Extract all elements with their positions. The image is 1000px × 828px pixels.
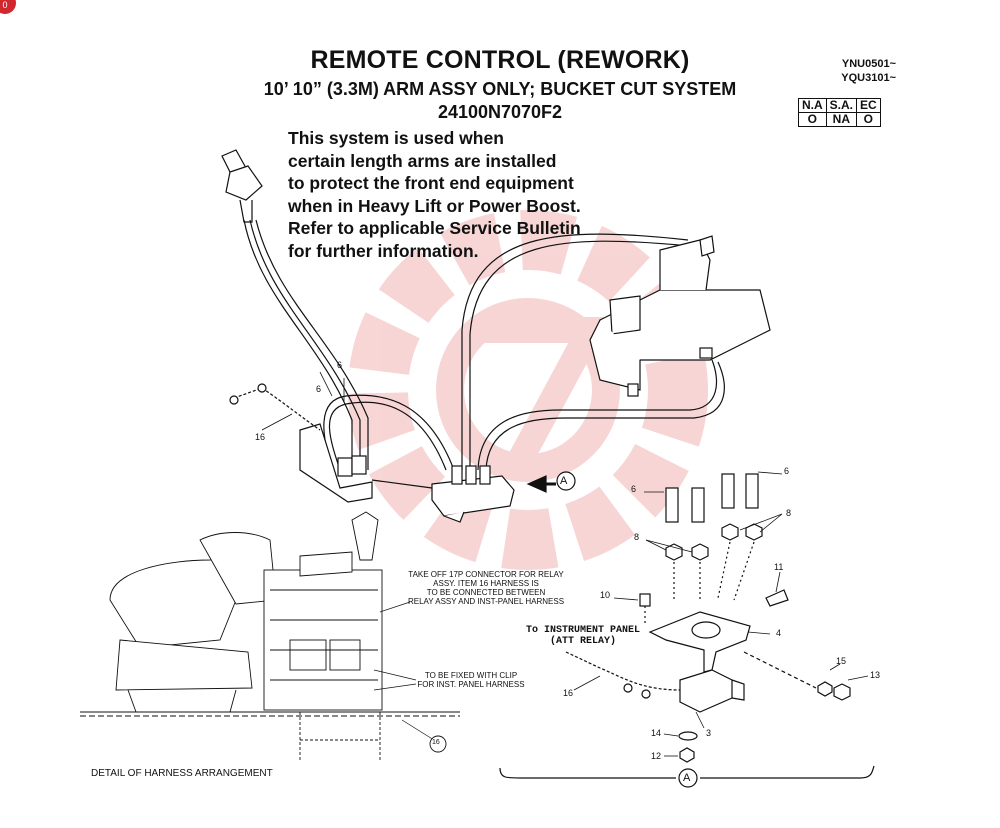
clip-note: TO BE FIXED WITH CLIP FOR INST. PANEL HA… bbox=[416, 671, 526, 689]
callout-14: 14 bbox=[651, 728, 662, 738]
joystick-lever bbox=[221, 149, 263, 223]
panel-line: To INSTRUMENT PANEL bbox=[525, 625, 641, 636]
callout-3: 3 bbox=[706, 728, 712, 738]
callout-6-upper: 6 bbox=[337, 360, 343, 370]
tag-header-na: N.A bbox=[798, 98, 827, 113]
view-a-marker: A bbox=[560, 475, 568, 487]
instrument-panel-note: To INSTRUMENT PANEL (ATT RELAY) bbox=[508, 625, 658, 647]
callout-8-right: 8 bbox=[786, 508, 792, 518]
control-valve bbox=[589, 235, 771, 397]
watermark-logo bbox=[348, 210, 708, 570]
note-line: to protect the front end equipment bbox=[288, 173, 574, 193]
take-off-note: TAKE OFF 17P CONNECTOR FOR RELAY ASSY. I… bbox=[406, 570, 566, 606]
take-off-line: RELAY ASSY AND INST-PANEL HARNESS bbox=[407, 597, 565, 606]
clip-line: FOR INST. PANEL HARNESS bbox=[417, 680, 525, 689]
callout-6-right: 6 bbox=[784, 466, 790, 476]
callout-13: 13 bbox=[870, 670, 881, 680]
callout-16-top: 16 bbox=[255, 432, 266, 442]
callout-16-detail: 16 bbox=[432, 739, 440, 746]
note-line: Refer to applicable Service Bulletin bbox=[288, 218, 581, 238]
applicability-table: N.A S.A. EC O NA O bbox=[798, 98, 881, 127]
tag-value-sa: NA bbox=[825, 112, 858, 127]
callout-11: 11 bbox=[774, 562, 784, 572]
tag-value-na: O bbox=[798, 112, 827, 127]
note-line: for further information. bbox=[288, 240, 479, 261]
callout-6-lower: 6 bbox=[316, 384, 322, 394]
tag-header-sa: S.A. bbox=[825, 98, 858, 113]
callout-6-left: 6 bbox=[631, 484, 637, 494]
tag-header-ec: EC bbox=[856, 98, 881, 113]
tag-value-ec: O bbox=[856, 112, 881, 127]
page-title: REMOTE CONTROL (REWORK) bbox=[310, 46, 690, 74]
take-off-line: ASSY. ITEM 16 HARNESS IS bbox=[433, 579, 539, 588]
subtitle: 10’ 10” (3.3M) ARM ASSY ONLY; BUCKET CUT… bbox=[263, 79, 737, 99]
corner-badge: 0 bbox=[0, 0, 16, 14]
note-line: This system is used when bbox=[288, 128, 504, 148]
exploded-view-a bbox=[499, 471, 875, 779]
serial-range-2: YQU3101~ bbox=[841, 72, 896, 84]
take-off-line: TAKE OFF 17P CONNECTOR FOR RELAY bbox=[408, 570, 564, 579]
part-number: 24100N7070F2 bbox=[437, 102, 563, 122]
callout-15: 15 bbox=[836, 656, 847, 666]
view-a-bottom-marker: A bbox=[683, 772, 691, 784]
callout-16-lower: 16 bbox=[563, 688, 574, 698]
mounting-bracket bbox=[299, 423, 515, 523]
callout-10: 10 bbox=[600, 590, 611, 600]
callout-12: 12 bbox=[651, 751, 662, 761]
callout-8-left: 8 bbox=[634, 532, 640, 542]
detail-caption: DETAIL OF HARNESS ARRANGEMENT bbox=[91, 768, 273, 779]
note-line: when in Heavy Lift or Power Boost. bbox=[288, 195, 581, 216]
note-line: certain length arms are installed bbox=[288, 150, 557, 171]
serial-range-1: YNU0501~ bbox=[841, 58, 896, 70]
panel-line: (ATT RELAY) bbox=[549, 636, 616, 647]
service-note: This system is used when certain length … bbox=[288, 127, 581, 262]
clip-line: TO BE FIXED WITH CLIP bbox=[424, 671, 518, 680]
callout-4: 4 bbox=[776, 628, 782, 638]
cab-detail-drawing bbox=[80, 511, 460, 760]
take-off-line: TO BE CONNECTED BETWEEN bbox=[426, 588, 546, 597]
